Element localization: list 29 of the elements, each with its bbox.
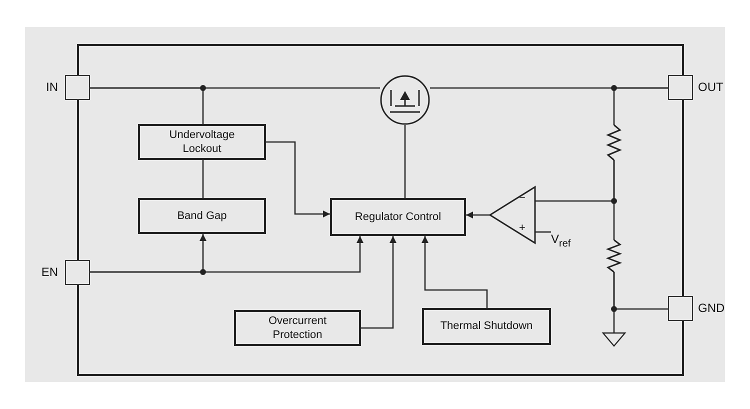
function-block: Regulator Control (330, 198, 466, 236)
wire (613, 160, 615, 240)
pin-label: EN (41, 265, 58, 279)
arrow (361, 236, 396, 329)
transistor-symbol (380, 75, 430, 125)
chip-outline (78, 45, 683, 375)
wire (90, 87, 204, 124)
wire (535, 231, 551, 233)
resistor-symbol (606, 240, 622, 272)
wire (613, 87, 668, 125)
arrow (266, 141, 330, 218)
arrow (466, 212, 490, 218)
ground-symbol (603, 333, 625, 346)
function-block: Undervoltage Lockout (138, 124, 266, 160)
wire (202, 160, 204, 198)
reference-voltage-label: V$_{ref}$ (551, 232, 583, 250)
arrow (422, 236, 488, 308)
input-sign: + (519, 223, 526, 234)
pin-label: IN (46, 80, 58, 94)
wire (404, 125, 406, 198)
arrow (90, 236, 364, 273)
function-block: Thermal Shutdown (422, 308, 551, 345)
function-block: Overcurrent Protection (234, 310, 361, 346)
resistor-symbol (606, 125, 622, 160)
pin-label: GND (698, 301, 725, 315)
function-block: Band Gap (138, 198, 266, 234)
wire (613, 272, 615, 333)
pin-label: OUT (698, 80, 724, 94)
input-sign: − (519, 193, 526, 204)
